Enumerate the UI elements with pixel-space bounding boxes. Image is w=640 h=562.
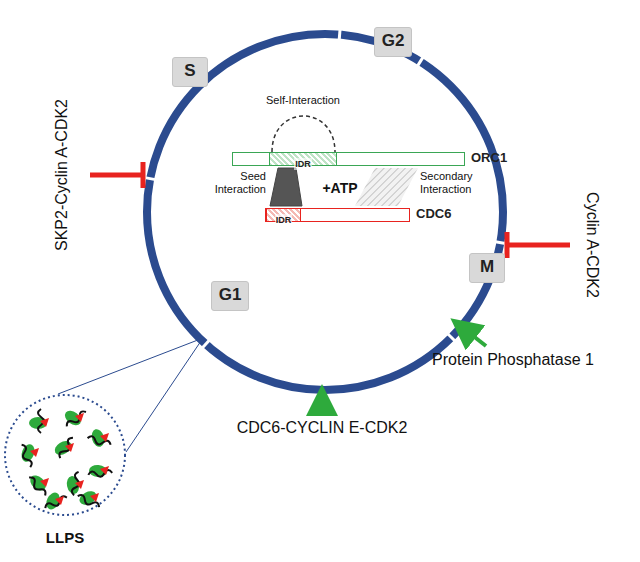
ring-gap [339,27,340,43]
annotation-label: Cyclin A-CDK2 [583,192,601,298]
inhibit-line [507,243,570,248]
activate-arrow [463,328,486,346]
phase-label: S [173,61,207,81]
phase-label: M [470,257,504,277]
protein-name: CDC6 [416,206,451,221]
llps-droplet: LLPS [3,393,127,517]
idr-region: IDR [269,152,337,166]
annotation-label: Seed Interaction [204,170,266,196]
ring-gap [416,55,425,69]
annotation-label: +ATP [322,180,357,196]
activate-arrow [320,400,324,414]
annotation-label: SKP2-Cyclin A-CDK2 [53,99,71,251]
annotation-label: Protein Phosphatase 1 [432,351,594,369]
phase-box: G1 [211,281,250,311]
idr-region: IDR [266,208,301,222]
inhibit-bar [141,162,146,188]
cycle-ring [147,34,503,390]
annotation-label: CDC6-CYCLIN E-CDK2 [237,419,408,437]
ring-gap [446,332,457,343]
annotation-label: Self-Interaction [266,94,340,106]
secondary-interaction [355,168,418,206]
llps-outline [3,393,127,517]
llps-label: LLPS [3,529,127,546]
self-interaction-arch [272,116,335,152]
ring-gaps [142,27,508,350]
seed-interaction [270,168,302,206]
inhibit-bar [505,232,510,258]
annotation-label: Secondary Interaction [420,170,500,196]
protein-name: ORC1 [471,150,507,165]
phase-label: G1 [212,285,249,305]
inhibit-line [90,173,143,178]
zoom-line [126,338,203,452]
phase-box: S [172,57,208,87]
protein-bar: CDC6IDR [265,208,410,222]
idr-label: IDR [275,214,293,226]
zoom-line [58,338,203,394]
idr-label: IDR [294,158,312,170]
phase-box: G2 [374,27,413,57]
phase-box: M [469,253,505,283]
phase-label: G2 [375,31,412,51]
protein-bar: ORC1IDR [232,152,465,166]
